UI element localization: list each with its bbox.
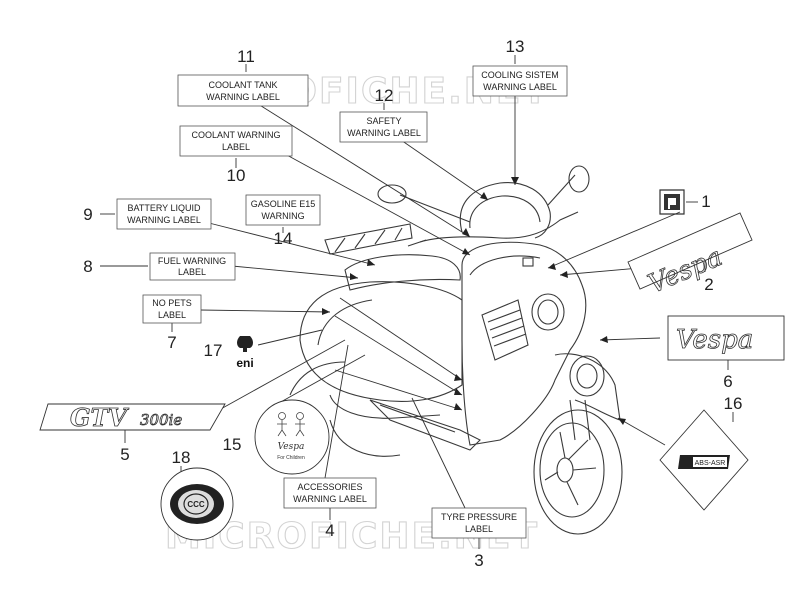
- label-4-line-2: WARNING LABEL: [293, 494, 367, 504]
- leader-lines: [100, 55, 734, 549]
- callout-number-12: 12: [375, 86, 394, 105]
- callout-number-1: 1: [701, 192, 710, 211]
- callout-number-18: 18: [172, 448, 191, 467]
- eni-text: eni: [236, 356, 253, 370]
- callout-number-16: 16: [724, 394, 743, 413]
- gtv-model: 300ie: [140, 411, 182, 429]
- label-12-line-2: WARNING LABEL: [347, 128, 421, 138]
- label-11-line-1: COOLANT TANK: [208, 80, 277, 90]
- decal-5-gtv-300ie: GTV 300ie 5: [39, 403, 226, 464]
- scooter-drawing: [289, 165, 623, 535]
- label-box-14: GASOLINE E15 WARNING 14: [245, 194, 321, 248]
- decal-17-eni-logo: eni 17: [204, 333, 258, 371]
- label-box-4: ACCESSORIES WARNING LABEL 4: [283, 477, 377, 540]
- kids-sub-text: For Children: [277, 455, 305, 461]
- decal-16-abs-asr: ABS-ASR 16: [659, 394, 749, 511]
- label-box-9: BATTERY LIQUID WARNING LABEL 9: [83, 198, 212, 230]
- label-9-line-1: BATTERY LIQUID: [127, 203, 201, 213]
- callout-number-11: 11: [237, 47, 255, 66]
- label-14-line-1: GASOLINE E15: [251, 199, 316, 209]
- callout-number-9: 9: [83, 205, 92, 224]
- label-box-3: TYRE PRESSURE LABEL 3: [431, 507, 527, 570]
- label-box-10: COOLANT WARNING LABEL 10: [179, 125, 293, 185]
- label-10-line-2: LABEL: [222, 142, 250, 152]
- ccc-text: CCC: [187, 500, 205, 509]
- decal-18-ccc-badge: CCC 18: [160, 448, 234, 541]
- label-11-line-2: WARNING LABEL: [206, 92, 280, 102]
- label-7-line-2: LABEL: [158, 310, 186, 320]
- label-box-7: NO PETS LABEL 7: [142, 294, 202, 352]
- decal-2-vespa-script: Vespa 2: [627, 212, 753, 300]
- callout-number-7: 7: [167, 333, 176, 352]
- decal-15-kids-badge: Vespa For Children 15: [223, 399, 330, 475]
- callout-number-14: 14: [274, 229, 293, 248]
- label-box-12: SAFETY WARNING LABEL 12: [339, 86, 428, 143]
- callout-number-2: 2: [704, 275, 713, 294]
- gtv-logo: GTV: [70, 403, 129, 432]
- vespa-logo-6: Vespa: [676, 325, 753, 355]
- callout-number-4: 4: [325, 521, 334, 540]
- callout-number-5: 5: [120, 445, 129, 464]
- label-box-8: FUEL WARNING LABEL 8: [83, 252, 236, 281]
- label-box-11: COOLANT TANK WARNING LABEL 11: [177, 47, 309, 107]
- callout-number-13: 13: [506, 37, 525, 56]
- label-9-line-2: WARNING LABEL: [127, 215, 201, 225]
- label-8-line-1: FUEL WARNING: [158, 256, 226, 266]
- callout-number-10: 10: [227, 166, 246, 185]
- callout-number-6: 6: [723, 372, 732, 391]
- label-4-line-1: ACCESSORIES: [297, 482, 362, 492]
- callout-number-8: 8: [83, 257, 92, 276]
- abs-asr-text: ABS-ASR: [695, 460, 726, 467]
- label-8-line-2: LABEL: [178, 267, 206, 277]
- label-13-line-1: COOLING SISTEM: [481, 70, 559, 80]
- decal-6-vespa-script: Vespa 6: [667, 315, 785, 391]
- label-7-line-1: NO PETS: [152, 298, 192, 308]
- label-14-line-2: WARNING: [261, 211, 304, 221]
- label-12-line-1: SAFETY: [366, 116, 401, 126]
- decal-1-piaggio-badge: 1: [659, 189, 711, 215]
- label-box-13: COOLING SISTEM WARNING LABEL 13: [472, 37, 568, 97]
- label-10-line-1: COOLANT WARNING: [191, 130, 280, 140]
- kids-brand-text: Vespa: [278, 442, 305, 452]
- label-3-line-2: LABEL: [465, 524, 493, 534]
- callout-number-15: 15: [223, 435, 242, 454]
- label-3-line-1: TYRE PRESSURE: [441, 512, 517, 522]
- label-13-line-2: WARNING LABEL: [483, 82, 557, 92]
- callout-number-3: 3: [474, 551, 483, 570]
- callout-number-17: 17: [204, 341, 223, 360]
